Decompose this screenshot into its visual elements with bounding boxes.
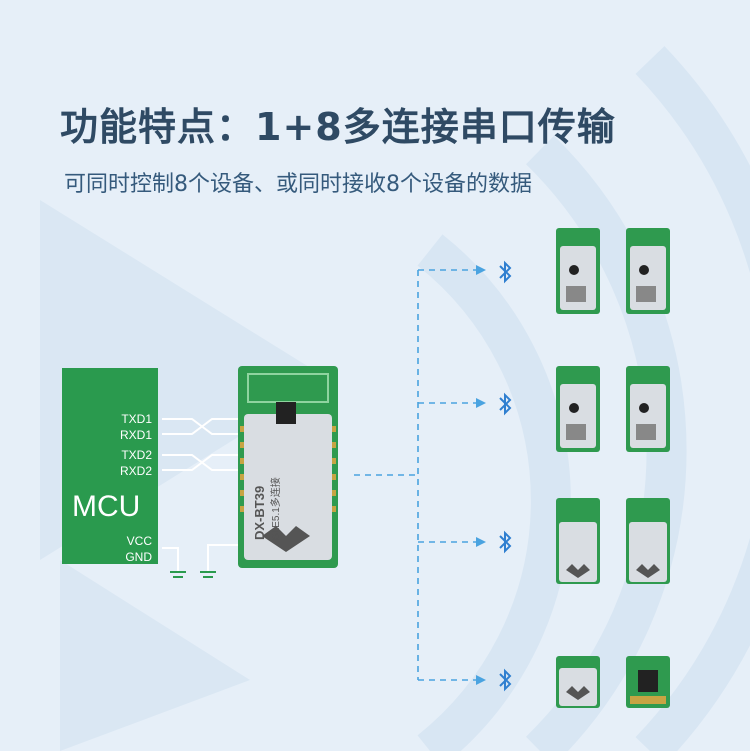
main-module-label: DX-BT39 BLE5.1多连接 <box>244 440 324 540</box>
pin-txd1: TXD1 <box>121 412 152 426</box>
peripheral-module <box>626 656 670 708</box>
page-subtitle: 可同时控制8个设备、或同时接收8个设备的数据 <box>64 172 532 197</box>
peripheral-module <box>626 366 670 452</box>
bluetooth-icon <box>499 260 512 284</box>
peripheral-module <box>556 498 600 584</box>
bluetooth-icon <box>499 668 512 692</box>
eagle-logo-icon <box>262 526 310 552</box>
pin-rxd1: RXD1 <box>119 428 152 442</box>
pin-rxd2: RXD2 <box>119 464 152 478</box>
pin-gnd: GND <box>125 550 152 564</box>
main-ble-module <box>238 366 338 568</box>
pin-vcc: VCC <box>126 534 152 548</box>
peripheral-module <box>556 656 600 708</box>
mcu-label: MCU <box>72 490 141 523</box>
ground-icon <box>170 571 216 578</box>
module-brand: 多连接 <box>271 477 282 508</box>
module-spec: BLE5.1 <box>271 507 282 540</box>
peripheral-module <box>556 366 600 452</box>
bluetooth-icon <box>499 530 512 554</box>
peripheral-module <box>556 228 600 314</box>
pin-txd2: TXD2 <box>121 448 152 462</box>
peripheral-module <box>626 228 670 314</box>
mcu-block: TXD1 RXD1 TXD2 RXD2 MCU VCC GND <box>62 368 158 564</box>
bluetooth-icon <box>499 392 512 416</box>
peripheral-module <box>626 498 670 584</box>
page-title: 功能特点：1+8多连接串口传输 <box>60 105 616 149</box>
module-model: DX-BT39 <box>252 485 267 540</box>
